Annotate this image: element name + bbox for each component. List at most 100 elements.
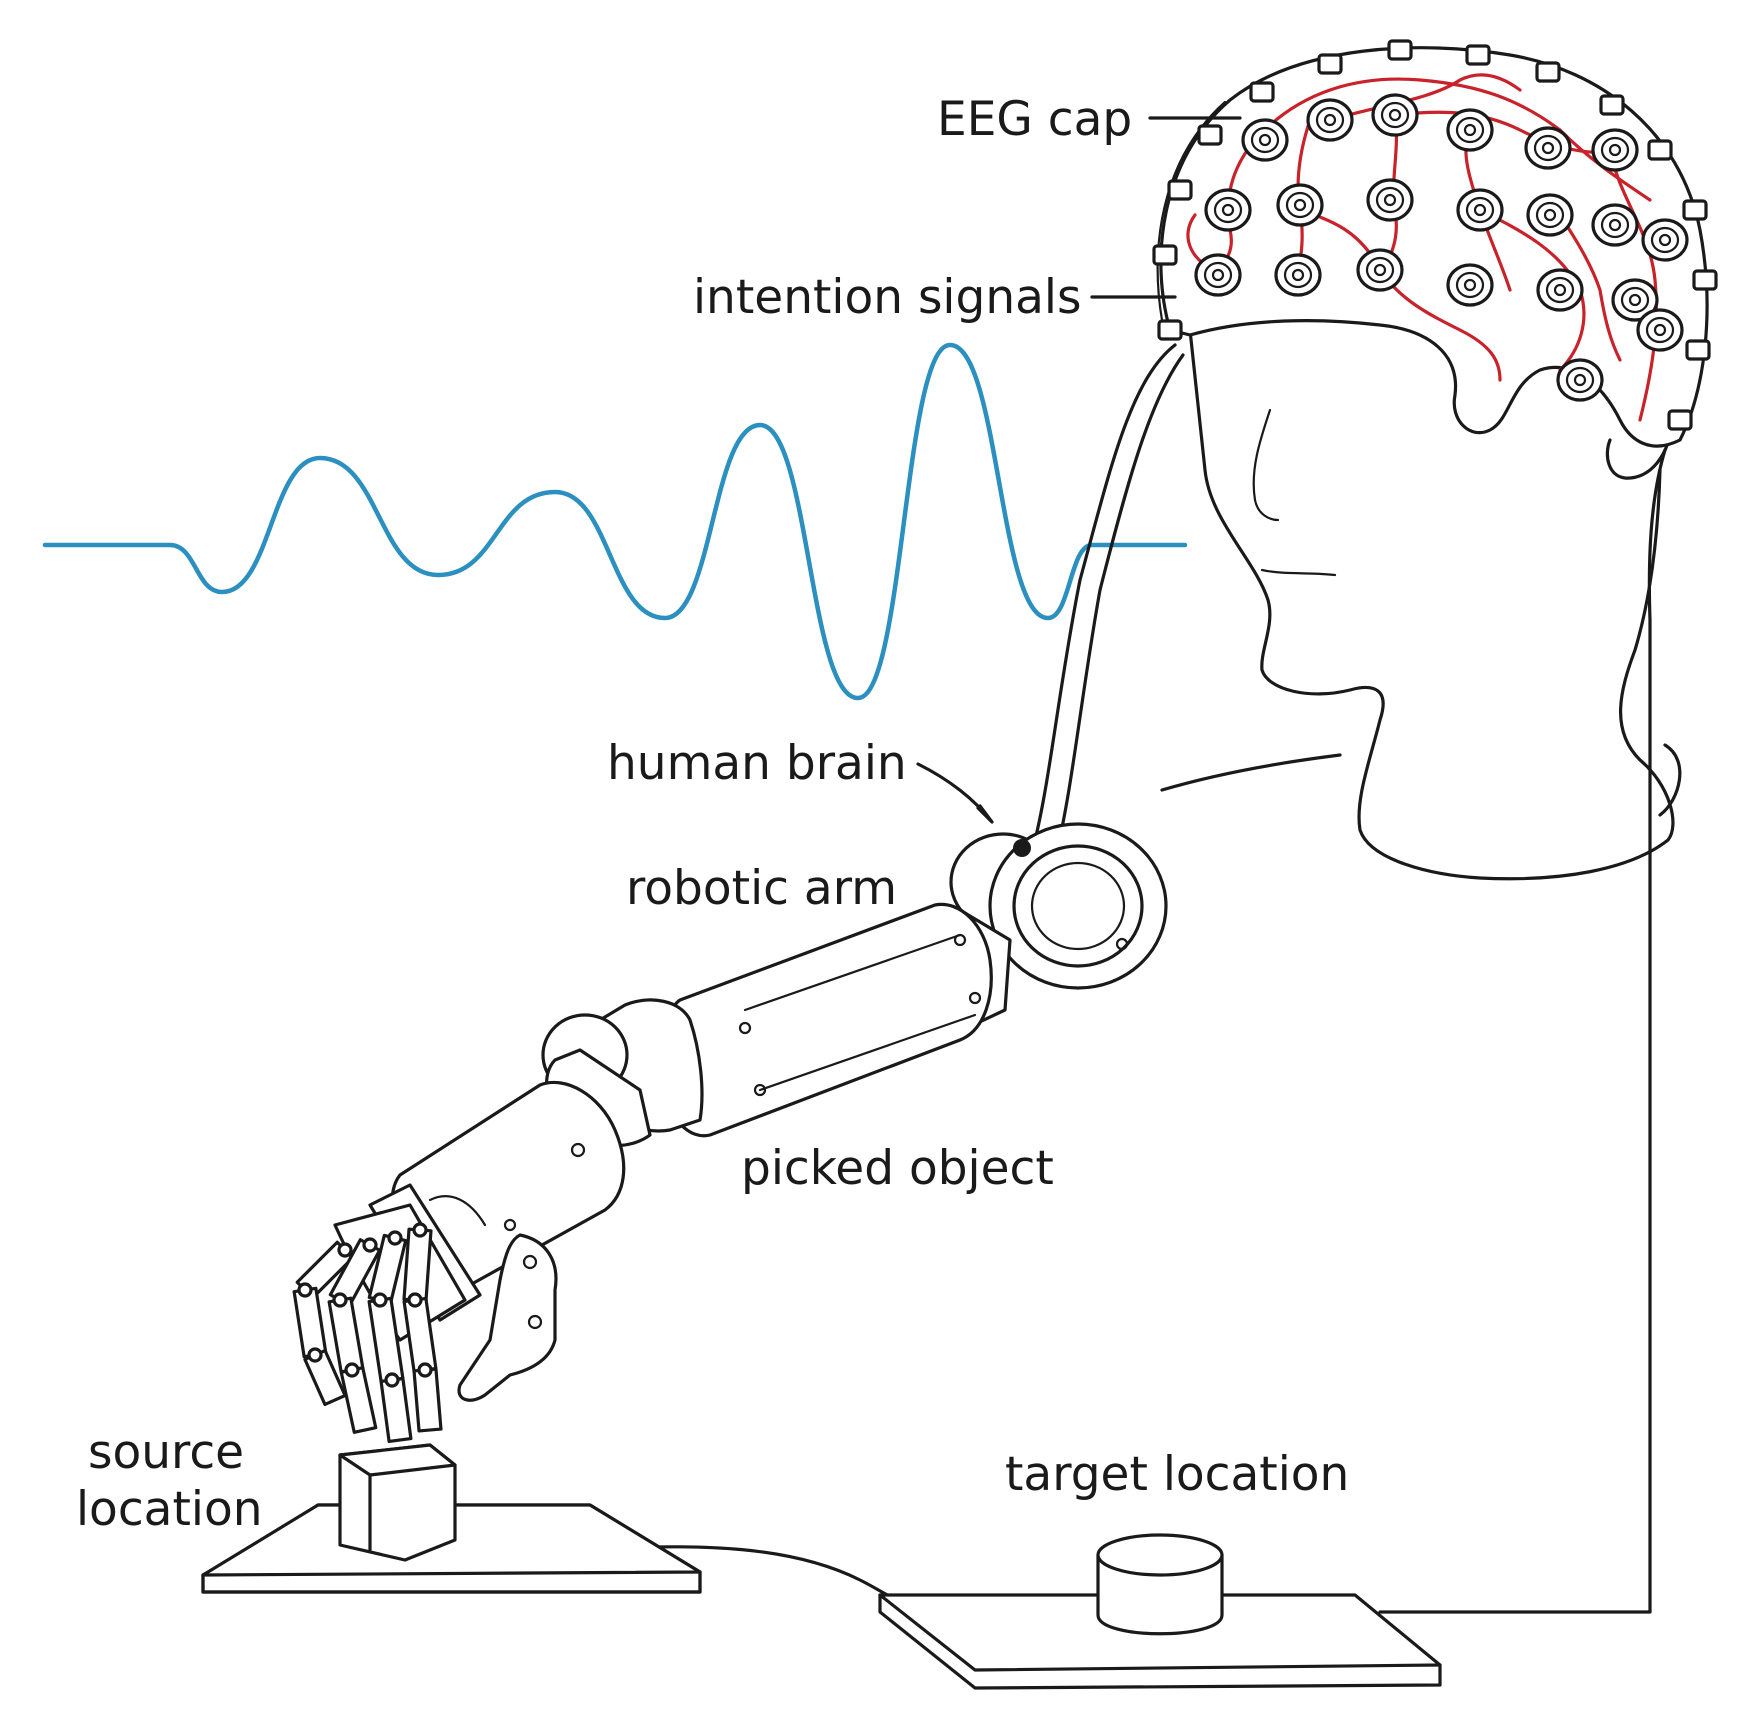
eeg-electrode-ring: [1535, 201, 1565, 229]
eeg-electrode-center: [1293, 198, 1307, 212]
robot-finger-joint: [344, 1362, 360, 1378]
eeg-cap-tab: [1682, 199, 1708, 221]
robot-finger-joint: [412, 1222, 428, 1238]
robot-finger-joint: [417, 1362, 433, 1378]
eeg-electrode-ring: [1600, 211, 1630, 239]
robot-finger-joint: [297, 1282, 313, 1298]
eeg-electrode-icon: [1194, 253, 1242, 297]
eeg-electrode-icon: [1241, 118, 1289, 162]
eeg-electrode-center: [1573, 373, 1587, 387]
label-target-location: target location: [1005, 1447, 1349, 1502]
robot-finger-segment: [379, 1376, 413, 1444]
robot-finger-segment: [327, 1296, 365, 1374]
eeg-electrode-center: [1211, 268, 1225, 282]
eeg-electrode-ring: [1545, 276, 1575, 304]
eeg-electrode-ring: [1600, 136, 1630, 164]
eeg-electrode-icon: [1274, 253, 1322, 297]
eeg-electrode-ring: [1213, 196, 1243, 224]
eeg-electrode-center: [1323, 113, 1337, 127]
eeg-electrode-icon: [1456, 188, 1504, 232]
eeg-electrode-center: [1221, 203, 1235, 217]
eeg-electrode-icon: [1591, 128, 1639, 172]
eeg-electrode-center: [1463, 278, 1477, 292]
robot-finger-segment: [292, 1286, 328, 1359]
eeg-electrode-center: [1608, 143, 1622, 157]
intention-signal-wave: [42, 342, 1188, 701]
eeg-electrode-ring: [1620, 286, 1650, 314]
eeg-cap-tab: [1685, 339, 1711, 361]
eeg-electrode-ring: [1250, 126, 1280, 154]
eeg-electrode-ring: [1203, 261, 1233, 289]
eeg-electrode-center: [1258, 133, 1272, 147]
eeg-electrode-icon: [1611, 278, 1659, 322]
eeg-electrode-icon: [1306, 98, 1354, 142]
eeg-electrode-ring: [1285, 191, 1315, 219]
eeg-electrode-center: [1463, 123, 1477, 137]
eeg-electrode-ring: [1455, 116, 1485, 144]
label-picked-object: picked object: [741, 1141, 1054, 1196]
robot-finger-segment: [402, 1227, 433, 1303]
eeg-electrode-ring: [1283, 261, 1313, 289]
eeg-cap-tab: [1152, 244, 1178, 266]
eeg-electrode-center: [1388, 108, 1402, 122]
eeg-electrode-icon: [1556, 358, 1604, 402]
robot-finger-joint: [332, 1292, 348, 1308]
robot-finger-segment: [339, 1366, 378, 1434]
eeg-electrode-center: [1541, 141, 1555, 155]
label-eeg-cap: EEG cap: [937, 92, 1132, 147]
eeg-cap-tab: [1692, 269, 1718, 291]
robot-finger-joint: [307, 1347, 323, 1363]
robotic-arm: [368, 822, 1168, 1322]
eeg-electrode-icon: [1526, 193, 1574, 237]
eeg-electrode-center: [1608, 218, 1622, 232]
robot-finger-joint: [387, 1230, 403, 1246]
eeg-cap: [1156, 46, 1709, 448]
eeg-cap-tab: [1167, 179, 1193, 201]
eeg-electrode-ring: [1375, 186, 1405, 214]
eeg-electrode-center: [1658, 233, 1672, 247]
eeg-electrode-ring: [1380, 101, 1410, 129]
eeg-electrode-ring: [1365, 256, 1395, 284]
label-source-line2: location: [76, 1482, 263, 1537]
eeg-electrode-icon: [1446, 108, 1494, 152]
eeg-electrode-icon: [1641, 218, 1689, 262]
eeg-electrodes: [1152, 39, 1718, 431]
eeg-electrode-center: [1291, 268, 1305, 282]
label-robotic-arm: robotic arm: [626, 861, 897, 916]
label-human-brain: human brain: [607, 736, 907, 791]
eeg-electrode-icon: [1276, 183, 1324, 227]
eeg-cap-tab: [1465, 44, 1491, 66]
eeg-electrode-icon: [1446, 263, 1494, 307]
eeg-electrode-ring: [1645, 316, 1675, 344]
eeg-electrode-ring: [1565, 366, 1595, 394]
robot-finger-joint: [337, 1242, 353, 1258]
eeg-cap-tab: [1249, 81, 1275, 103]
eeg-cap-tab: [1535, 61, 1561, 83]
robot-finger-segment: [412, 1367, 443, 1433]
eeg-electrode-icon: [1366, 178, 1414, 222]
leader-lines: [916, 116, 1242, 824]
eeg-electrode-center: [1383, 193, 1397, 207]
robot-hand-icon: [292, 1203, 558, 1444]
eeg-cap-tab: [1667, 409, 1693, 431]
eeg-cap-tab: [1599, 94, 1625, 116]
robot-finger-joint: [362, 1237, 378, 1253]
eeg-electrode-ring: [1455, 271, 1485, 299]
eeg-electrode-icon: [1356, 248, 1404, 292]
eeg-electrode-center: [1543, 208, 1557, 222]
cube-icon: [338, 1443, 457, 1562]
eeg-electrode-ring: [1533, 134, 1563, 162]
eeg-cap-tab: [1647, 139, 1673, 161]
eeg-electrode-icon: [1636, 308, 1684, 352]
eeg-cap-tab: [1387, 39, 1413, 61]
cylinder-icon: [1096, 1533, 1224, 1636]
eeg-electrode-center: [1473, 203, 1487, 217]
label-intention-signals: intention signals: [693, 270, 1081, 325]
human-head: [1160, 328, 1682, 881]
eeg-electrode-center: [1553, 283, 1567, 297]
eeg-electrode-center: [1628, 293, 1642, 307]
eeg-electrode-ring: [1650, 226, 1680, 254]
eeg-electrode-icon: [1536, 268, 1584, 312]
eeg-cap-tab: [1197, 124, 1223, 146]
eeg-electrode-center: [1373, 263, 1387, 277]
